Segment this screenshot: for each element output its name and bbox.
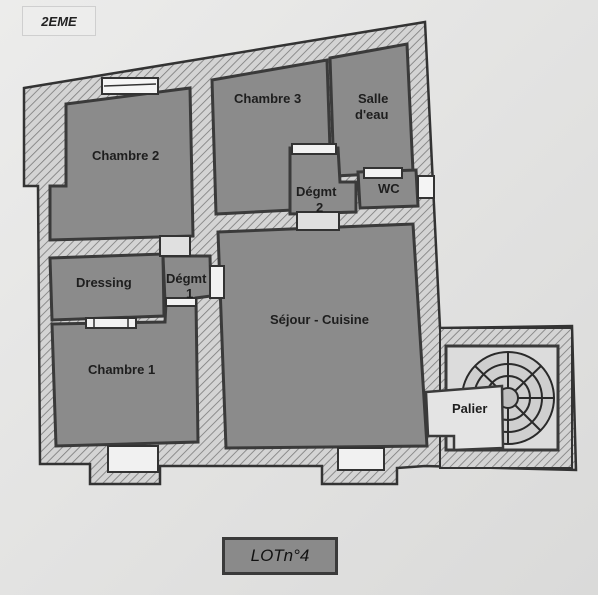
label-degmt-1-line1: Dégmt xyxy=(166,271,207,286)
label-dressing: Dressing xyxy=(76,275,132,290)
room-palier xyxy=(424,384,505,452)
room-degmt-2 xyxy=(288,146,358,216)
floor-label: 2EME xyxy=(22,6,96,36)
label-chambre-1: Chambre 1 xyxy=(88,362,155,377)
window-wc xyxy=(417,175,435,199)
label-palier: Palier xyxy=(452,401,487,416)
label-sejour-cuisine: Séjour - Cuisine xyxy=(270,312,369,327)
label-degmt-2-line2: 2 xyxy=(316,200,323,215)
door-dressing xyxy=(85,317,137,329)
label-degmt-1-line2: 1 xyxy=(186,286,193,301)
room-sejour-cuisine xyxy=(216,222,429,450)
door-sejour-top xyxy=(296,211,340,231)
label-wc: WC xyxy=(378,181,400,196)
window-chambre-1 xyxy=(107,445,159,473)
door-chambre-3 xyxy=(291,143,337,155)
label-salle-line2: d'eau xyxy=(355,107,388,122)
lot-label: LOTn°4 xyxy=(222,537,338,575)
window-sejour xyxy=(337,447,385,471)
door-degmt-1 xyxy=(209,265,225,299)
room-chambre-2 xyxy=(48,86,195,242)
label-chambre-3: Chambre 3 xyxy=(234,91,301,106)
label-chambre-2: Chambre 2 xyxy=(92,148,159,163)
door-chambre-2 xyxy=(159,235,191,257)
label-salle-line1: Salle xyxy=(358,91,388,106)
window-chambre-2 xyxy=(101,77,159,95)
door-chambre-1 xyxy=(165,297,197,307)
door-wc xyxy=(363,167,403,179)
label-degmt-2-line1: Dégmt xyxy=(296,184,337,199)
